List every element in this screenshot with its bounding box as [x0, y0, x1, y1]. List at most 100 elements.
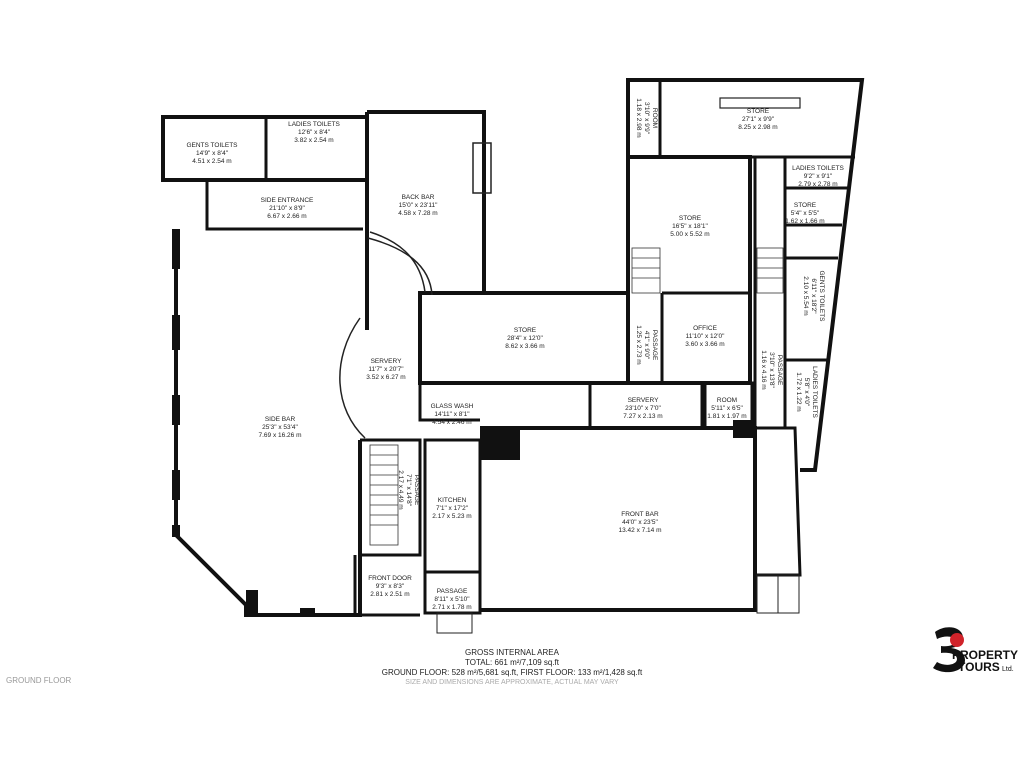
svg-text:4.51 x 2.54 m: 4.51 x 2.54 m	[192, 158, 231, 165]
svg-text:STORE: STORE	[514, 327, 537, 334]
side-entrance-wall	[205, 180, 363, 231]
back-bar-counter	[369, 231, 426, 293]
svg-text:GENTS TOILETS: GENTS TOILETS	[186, 142, 238, 149]
logo-suffix: Ltd.	[1002, 666, 1014, 673]
company-logo: PROPERTY TOURS Ltd.	[933, 627, 1018, 674]
svg-text:5.00 x 5.52 m: 5.00 x 5.52 m	[670, 231, 709, 238]
svg-text:7.27 x 2.13 m: 7.27 x 2.13 m	[623, 413, 662, 420]
svg-text:4'1" x 9'0": 4'1" x 9'0"	[643, 331, 650, 360]
north-east-wall	[626, 78, 865, 472]
svg-text:25'3" x 53'4": 25'3" x 53'4"	[262, 424, 298, 431]
svg-text:PASSAGE: PASSAGE	[651, 330, 658, 361]
svg-text:14'11" x 8'1": 14'11" x 8'1"	[434, 411, 470, 418]
svg-text:SIDE BAR: SIDE BAR	[265, 416, 296, 423]
svg-text:KITCHEN: KITCHEN	[438, 497, 467, 504]
svg-text:11'7" x 20'7": 11'7" x 20'7"	[368, 366, 404, 373]
svg-text:21'10" x 8'9": 21'10" x 8'9"	[269, 205, 305, 212]
svg-text:LADIES TOILETS: LADIES TOILETS	[811, 366, 818, 418]
svg-text:1.18 x 2.98 m: 1.18 x 2.98 m	[635, 98, 642, 137]
front-door-wall	[353, 555, 420, 617]
svg-text:8'11" x 5'10": 8'11" x 5'10"	[434, 596, 470, 603]
front-bay-doors	[436, 574, 800, 634]
back-bar-wall	[367, 110, 486, 293]
svg-text:7'1" x 17'2": 7'1" x 17'2"	[436, 505, 469, 512]
svg-text:3.82 x 2.54 m: 3.82 x 2.54 m	[294, 137, 333, 144]
front-bar-bay-wall	[755, 426, 802, 577]
svg-text:2.79 x 2.78 m: 2.79 x 2.78 m	[798, 181, 837, 188]
svg-text:28'4" x 12'0": 28'4" x 12'0"	[507, 335, 543, 342]
svg-text:2.71 x 1.78 m: 2.71 x 1.78 m	[432, 604, 471, 611]
svg-text:9'2" x 9'1": 9'2" x 9'1"	[804, 173, 833, 180]
svg-text:STORE: STORE	[747, 108, 770, 115]
svg-text:7'1" x 14'8": 7'1" x 14'8"	[405, 474, 412, 507]
svg-text:1.16 x 4.16 m: 1.16 x 4.16 m	[760, 350, 767, 389]
svg-text:6'11" x 18'2": 6'11" x 18'2"	[810, 278, 817, 314]
stairs	[369, 247, 784, 546]
svg-text:1.81 x 1.97 m: 1.81 x 1.97 m	[707, 413, 746, 420]
passage-1-wall	[360, 438, 422, 557]
svg-text:11'10" x 12'0": 11'10" x 12'0"	[686, 333, 725, 340]
svg-text:FRONT BAR: FRONT BAR	[621, 511, 659, 518]
logo-line-2: TOURS	[958, 660, 1000, 674]
logo-mark-dot	[950, 633, 964, 647]
floor-label: GROUND FLOOR	[6, 676, 72, 685]
svg-text:BACK BAR: BACK BAR	[402, 194, 435, 201]
svg-text:2.17 x 5.23 m: 2.17 x 5.23 m	[432, 513, 471, 520]
svg-text:44'0" x 23'5": 44'0" x 23'5"	[622, 519, 658, 526]
svg-text:14'9" x 8'4": 14'9" x 8'4"	[196, 150, 229, 157]
svg-text:1.25 x 2.73 m: 1.25 x 2.73 m	[635, 325, 642, 364]
svg-text:2.17 x 4.49 m: 2.17 x 4.49 m	[397, 470, 404, 509]
gia-total: TOTAL: 661 m²/7,109 sq.ft	[465, 658, 560, 667]
svg-text:3.52 x 6.27 m: 3.52 x 6.27 m	[366, 374, 405, 381]
svg-text:13.42 x 7.14 m: 13.42 x 7.14 m	[619, 527, 662, 534]
svg-text:7.69 x 16.26 m: 7.69 x 16.26 m	[259, 432, 302, 439]
svg-text:8.62 x 3.66 m: 8.62 x 3.66 m	[505, 343, 544, 350]
svg-text:23'10" x 7'0": 23'10" x 7'0"	[625, 405, 661, 412]
svg-text:ROOM: ROOM	[717, 397, 737, 404]
gia-disclaimer: SIZE AND DIMENSIONS ARE APPROXIMATE, ACT…	[405, 679, 619, 686]
svg-text:27'1" x 9'9": 27'1" x 9'9"	[742, 116, 775, 123]
svg-text:FRONT DOOR: FRONT DOOR	[368, 575, 412, 582]
svg-text:LADIES TOILETS: LADIES TOILETS	[288, 121, 340, 128]
svg-text:1.62 x 1.66 m: 1.62 x 1.66 m	[785, 218, 824, 225]
gia-title: GROSS INTERNAL AREA	[465, 648, 560, 657]
svg-text:3'10" x 9'9": 3'10" x 9'9"	[643, 102, 650, 135]
svg-text:GLASS WASH: GLASS WASH	[431, 403, 474, 410]
svg-text:1.72 x 1.22 m: 1.72 x 1.22 m	[795, 372, 802, 411]
svg-text:OFFICE: OFFICE	[693, 325, 717, 332]
glass-wash-wall	[418, 383, 480, 422]
svg-text:5'8" x 4'0": 5'8" x 4'0"	[803, 378, 810, 407]
svg-text:8.25 x 2.98 m: 8.25 x 2.98 m	[738, 124, 777, 131]
svg-text:STORE: STORE	[794, 202, 817, 209]
gia-floors: GROUND FLOOR: 528 m²/5,681 sq.ft, FIRST …	[382, 668, 643, 677]
svg-text:SERVERY: SERVERY	[628, 397, 659, 404]
svg-text:6.67 x 2.66 m: 6.67 x 2.66 m	[267, 213, 306, 220]
svg-text:4.58 x 7.28 m: 4.58 x 7.28 m	[398, 210, 437, 217]
svg-text:SERVERY: SERVERY	[371, 358, 402, 365]
window-piers	[172, 229, 753, 616]
svg-text:5'4" x 5'5": 5'4" x 5'5"	[791, 210, 820, 217]
svg-text:3.60 x 3.66 m: 3.60 x 3.66 m	[685, 341, 724, 348]
svg-text:STORE: STORE	[679, 215, 702, 222]
svg-text:3'10" x 13'8": 3'10" x 13'8"	[768, 352, 775, 388]
servery-2-wall	[588, 383, 704, 430]
